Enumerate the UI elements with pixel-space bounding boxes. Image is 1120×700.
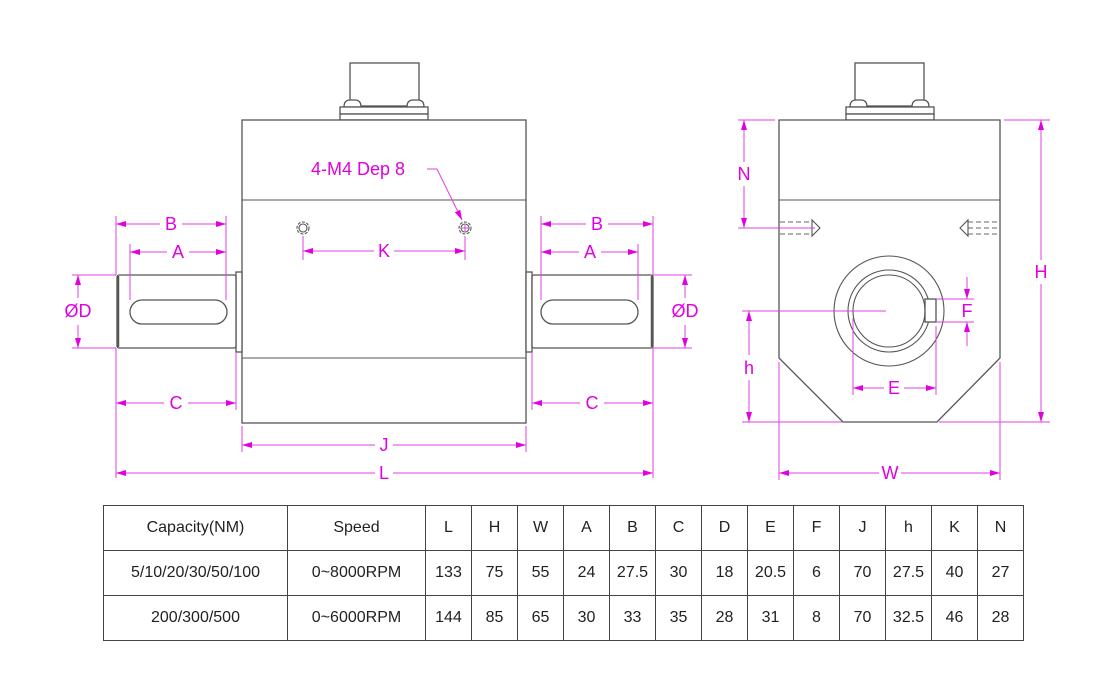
dim-label-F: F: [962, 301, 973, 321]
connector: [339, 62, 429, 121]
dim-label-H: H: [1035, 262, 1048, 282]
mounting-hole: [458, 221, 472, 235]
cell-F: 8: [793, 595, 840, 641]
cell-W: 65: [517, 595, 564, 641]
specification-table: Capacity(NM) Speed L H W A B C D E F J h…: [103, 505, 1024, 641]
cell-E: 31: [747, 595, 794, 641]
cell-J: 70: [839, 595, 886, 641]
header-C: C: [655, 505, 702, 551]
header-A: A: [563, 505, 610, 551]
cell-J: 70: [839, 550, 886, 596]
header-K: K: [931, 505, 978, 551]
cell-h: 27.5: [885, 550, 932, 596]
sensor-body: [241, 119, 527, 424]
table-row: 200/300/500 0~6000RPM 144 85 65 30 33 35…: [103, 595, 1024, 641]
dim-label-h: h: [744, 358, 754, 378]
cell-capacity: 200/300/500: [103, 595, 288, 641]
cell-K: 40: [931, 550, 978, 596]
cell-W: 55: [517, 550, 564, 596]
dim-label-D-right: ØD: [672, 301, 699, 321]
header-D: D: [701, 505, 748, 551]
cell-C: 30: [655, 550, 702, 596]
header-speed: Speed: [287, 505, 426, 551]
side-body: [778, 119, 1001, 423]
threaded-hole-right: [959, 218, 1000, 238]
header-B: B: [609, 505, 656, 551]
keyway: [924, 298, 937, 323]
dim-label-C-left: C: [170, 393, 183, 413]
dim-label-A-left: A: [172, 242, 184, 262]
cell-H: 75: [471, 550, 518, 596]
dim-label-N: N: [738, 164, 751, 184]
cell-F: 6: [793, 550, 840, 596]
header-h: h: [885, 505, 932, 551]
front-view: 4-M4 Dep 8 K B A ØD C: [65, 62, 699, 483]
cell-speed: 0~8000RPM: [287, 550, 426, 596]
technical-drawing: 4-M4 Dep 8 K B A ØD C: [65, 62, 1050, 483]
dim-label-A-right: A: [584, 242, 596, 262]
cell-A: 30: [563, 595, 610, 641]
cell-N: 28: [977, 595, 1024, 641]
cell-speed: 0~6000RPM: [287, 595, 426, 641]
dim-label-E: E: [888, 378, 900, 398]
cell-L: 144: [425, 595, 472, 641]
header-N: N: [977, 505, 1024, 551]
side-view: N H h F E W: [738, 62, 1050, 483]
cell-capacity: 5/10/20/30/50/100: [103, 550, 288, 596]
dim-label-K: K: [378, 241, 390, 261]
thread-callout: 4-M4 Dep 8: [311, 159, 405, 179]
dim-label-D-left: ØD: [65, 301, 92, 321]
header-H: H: [471, 505, 518, 551]
cell-A: 24: [563, 550, 610, 596]
header-F: F: [793, 505, 840, 551]
cell-D: 28: [701, 595, 748, 641]
header-J: J: [839, 505, 886, 551]
cell-D: 18: [701, 550, 748, 596]
table-header-row: Capacity(NM) Speed L H W A B C D E F J h…: [103, 505, 1024, 551]
dim-label-J: J: [380, 435, 389, 455]
cell-B: 33: [609, 595, 656, 641]
mounting-hole: [296, 221, 310, 235]
cell-H: 85: [471, 595, 518, 641]
header-L: L: [425, 505, 472, 551]
dim-label-L: L: [379, 463, 389, 483]
left-shaft: [116, 274, 237, 349]
cell-N: 27: [977, 550, 1024, 596]
right-shaft: [531, 274, 654, 349]
cell-E: 20.5: [747, 550, 794, 596]
dim-label-B-right: B: [591, 214, 603, 234]
dim-label-W: W: [882, 463, 899, 483]
table-row: 5/10/20/30/50/100 0~8000RPM 133 75 55 24…: [103, 550, 1024, 596]
cell-C: 35: [655, 595, 702, 641]
header-E: E: [747, 505, 794, 551]
cell-B: 27.5: [609, 550, 656, 596]
cell-L: 133: [425, 550, 472, 596]
header-capacity: Capacity(NM): [103, 505, 288, 551]
dim-label-B-left: B: [165, 214, 177, 234]
dim-label-C-right: C: [586, 393, 599, 413]
header-W: W: [517, 505, 564, 551]
cell-h: 32.5: [885, 595, 932, 641]
cell-K: 46: [931, 595, 978, 641]
connector: [845, 62, 935, 121]
